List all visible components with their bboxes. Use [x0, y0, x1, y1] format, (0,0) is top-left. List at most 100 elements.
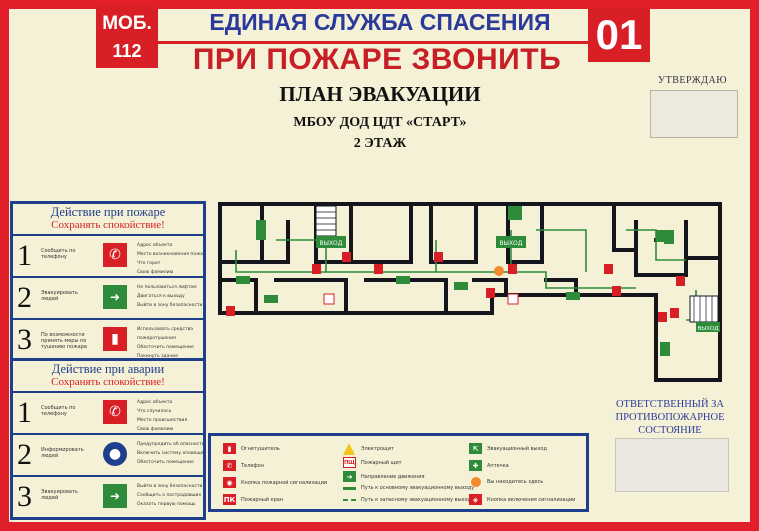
step-label: Сообщить по телефону [41, 248, 76, 260]
direction-arrow-icon [566, 292, 580, 300]
phone-icon: ✆ [103, 243, 127, 267]
step-label: Эвакуировать людей [41, 489, 78, 501]
step-note: Что горит [137, 261, 161, 266]
legend-item: ✆ Телефон [223, 460, 264, 471]
extinguisher-icon [434, 252, 443, 262]
step-note: Включить систему оповещения [137, 451, 203, 456]
step-number: 2 [17, 438, 32, 471]
extinguisher-icon [676, 276, 685, 286]
legend-text: Направление движения [361, 473, 425, 480]
legend-text: Аптечка [487, 462, 509, 469]
legend-item: ✚ Аптечка [469, 460, 509, 471]
exit-signs: ВЫХОД ВЫХОД ВЫХОД [256, 206, 720, 332]
action-step: 2 Эвакуировать людей ➜ Не пользоваться л… [13, 278, 203, 320]
action-step: 3 По возможности принять меры по тушению… [13, 320, 203, 360]
panel-subtitle: Сохранять спокойствие! [51, 219, 165, 231]
legend-text: Огнетушитель [241, 445, 280, 452]
step-note: Обесточить помещение [137, 345, 194, 350]
main-route-line-icon [343, 486, 356, 490]
extinguisher-icon [612, 286, 621, 296]
staircase-left [315, 205, 337, 237]
legend-item: Вы находитесь здесь [469, 477, 543, 487]
step-number: 3 [17, 323, 32, 356]
step-note: Адрес объекта [137, 400, 173, 405]
action-step: 1 Сообщить по телефону ✆ Адрес объекта Ч… [13, 393, 203, 435]
step-note: Выйти в зону безопасности [137, 303, 203, 308]
legend-item: ▮ Огнетушитель [223, 443, 280, 454]
you-are-here-icon [470, 477, 481, 487]
mobile-badge-number: 112 [112, 41, 142, 61]
legend-text: Путь к запасному эвакуационному выходу [361, 497, 474, 503]
legend-item: ПК Пожарный кран [223, 494, 283, 505]
action-step: 2 Информировать людей ● Предупредить об … [13, 435, 203, 477]
step-notes: Не пользоваться лифтом Двигаться к выход… [137, 283, 203, 310]
legend-text: Кнопка пожарной сигнализации [241, 479, 328, 486]
exit-sign-label: ВЫХОД [500, 240, 523, 247]
legend-item: ПЩ Пожарный щит [343, 457, 402, 468]
exit-sign-label: ВЫХОД [697, 326, 719, 332]
plan-title: ПЛАН ЭВАКУАЦИИ [279, 82, 481, 106]
extinguisher-icon [342, 252, 351, 262]
step-note: Оказать первую помощь [137, 502, 196, 507]
spare-route-line-icon [343, 499, 356, 501]
direction-arrow-icon [396, 276, 410, 284]
main-evacuation-route [536, 229, 587, 272]
stair-steps [693, 296, 713, 322]
fire-number-badge: 01 [588, 8, 650, 62]
step-note: Двигаться к выходу [137, 294, 185, 299]
stair-steps [316, 211, 336, 231]
fire-call-title: ПРИ ПОЖАРЕ ЗВОНИТЬ [192, 43, 562, 76]
legend-text: Вы находитесь здесь [487, 479, 544, 485]
direction-arrow-icon [236, 276, 250, 284]
evacuation-routes [235, 222, 697, 321]
legend-text: Путь к основному эвакуационному выходу [361, 485, 475, 491]
step-note: Свою фамилию [137, 270, 174, 275]
exit-arrow-icon: ➜ [103, 285, 127, 309]
staircase [689, 295, 719, 323]
phone-icon: ✆ [223, 460, 236, 471]
main-evacuation-route [516, 271, 636, 289]
step-note: Сообщить о пострадавших [137, 493, 202, 498]
step-number: 2 [17, 281, 32, 314]
panel-header: Действие при аварии Сохранять спокойстви… [13, 362, 203, 393]
extinguisher-icon [604, 264, 613, 274]
extinguisher-icon: ▮ [223, 443, 236, 454]
emergency-exit-icon [696, 322, 720, 332]
step-note: Что случилось [137, 409, 172, 414]
mobile-emergency-badge: МОБ. 112 [96, 6, 158, 68]
staircase [315, 205, 337, 237]
fire-equipment [226, 252, 685, 322]
step-note: Свою фамилию [137, 427, 174, 432]
mobile-badge-label: МОБ. [102, 13, 152, 34]
emergency-actions-panel: Действие при аварии Сохранять спокойстви… [10, 358, 206, 520]
step-note: Место возникновения пожара [137, 252, 203, 257]
fire-alarm-button-icon: ◉ [223, 477, 236, 488]
emergency-exit-icon: ⇱ [469, 443, 482, 454]
direction-arrow-icon: ➜ [343, 471, 356, 482]
step-label: Эвакуировать людей [41, 290, 78, 302]
step-notes: Адрес объекта Место возникновения пожара… [137, 241, 203, 277]
exit-sign-label: ВЫХОД [320, 240, 343, 247]
you-are-here-icon [494, 266, 504, 276]
extinguisher-icon [658, 312, 667, 322]
legend-item: Путь к запасному эвакуационному выходу [343, 497, 474, 503]
panel-title: Действие при аварии [51, 362, 165, 376]
step-note: Выйти в зону безопасности [137, 484, 203, 489]
step-notes: Предупредить об опасности Включить систе… [137, 440, 203, 467]
phone-icon [507, 293, 519, 305]
floor-plan-walls [218, 202, 722, 382]
phone-icon [323, 293, 335, 305]
plan-legend: ▮ Огнетушитель ✆ Телефон ◉ Кнопка пожарн… [208, 433, 589, 512]
fire-alarm-button-icon [486, 288, 495, 298]
step-notes: Использовать средства пожаротушения Обес… [137, 325, 203, 361]
approval-label: УТВЕРЖДАЮ [658, 75, 727, 86]
responsible-person-label: ОТВЕТСТВЕННЫЙ ЗА ПРОТИВОПОЖАРНОЕ СОСТОЯН… [615, 399, 725, 436]
legend-item: Путь к основному эвакуационному выходу [343, 485, 474, 491]
step-note: Покинуть здание [137, 354, 178, 359]
phone-icon: ✆ [103, 400, 127, 424]
main-evacuation-route [626, 229, 686, 261]
step-label: Сообщить по телефону [41, 405, 76, 417]
step-note: Не пользоваться лифтом [137, 285, 197, 290]
extinguisher-icon: ▮ [103, 327, 127, 351]
legend-text: Электрощит [361, 446, 394, 452]
